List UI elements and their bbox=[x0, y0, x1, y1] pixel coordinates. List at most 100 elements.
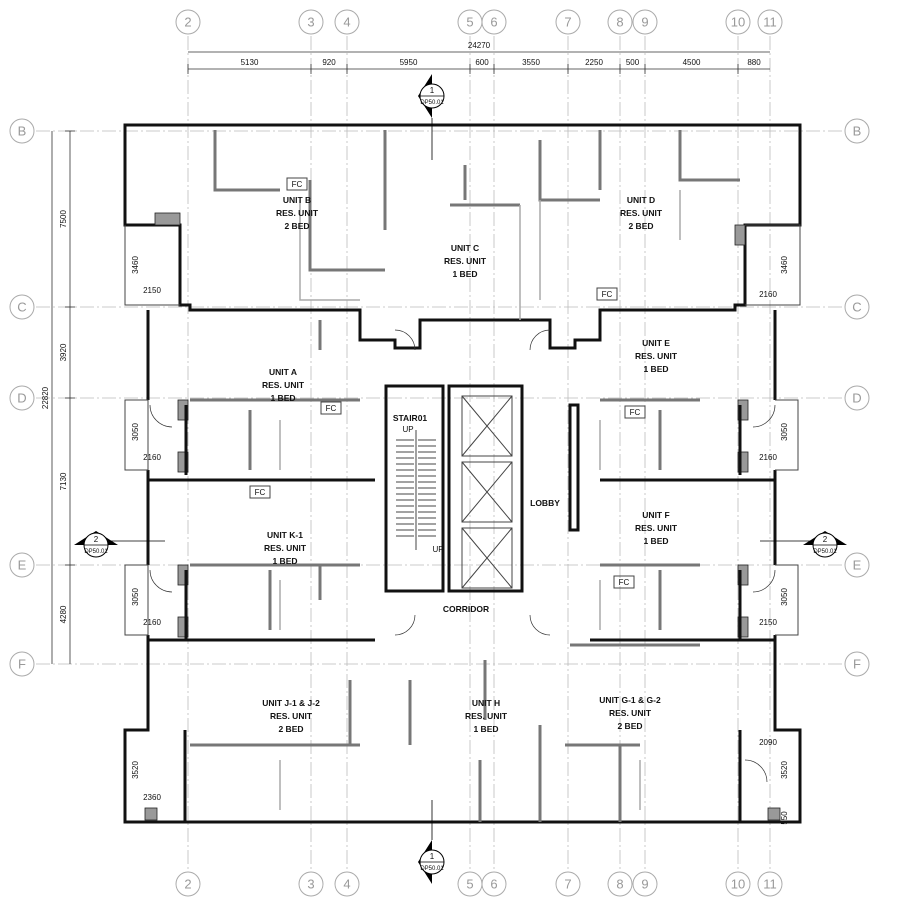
balcony-height: 3460 bbox=[131, 256, 140, 274]
segment-dimension: 7500 bbox=[59, 210, 68, 228]
fc-label: FC bbox=[630, 408, 641, 417]
stair-label: STAIR01 bbox=[393, 413, 428, 423]
grid-bubble-D bbox=[844, 385, 870, 411]
grid-label: E bbox=[18, 558, 27, 573]
balcony-width: 2150 bbox=[143, 286, 161, 295]
section-sheet: DP50.01 bbox=[84, 549, 108, 555]
grid-bubble-C bbox=[844, 294, 870, 320]
grid-label: 6 bbox=[490, 877, 497, 892]
segment-dimension: 2250 bbox=[585, 58, 603, 67]
grid-label: 9 bbox=[641, 15, 648, 30]
building-walls: FC FC FC FC FC FC bbox=[123, 123, 802, 824]
segment-dimension: 5130 bbox=[241, 58, 259, 67]
grid-bubble-8 bbox=[607, 9, 633, 35]
grid-label: 9 bbox=[641, 877, 648, 892]
balcony-width: 2160 bbox=[759, 290, 777, 299]
unit-name: UNIT H bbox=[472, 698, 500, 708]
grid-bubble-E bbox=[9, 552, 35, 578]
balcony-width: 2160 bbox=[143, 453, 161, 462]
unit-beds: 1 BED bbox=[643, 364, 668, 374]
grid-label: 4 bbox=[343, 15, 350, 30]
balcony-width: 2150 bbox=[759, 618, 777, 627]
unit-name: UNIT A bbox=[269, 367, 297, 377]
unit-name: UNIT K-1 bbox=[267, 530, 303, 540]
unit-beds: 1 BED bbox=[272, 556, 297, 566]
grid-label: 7 bbox=[564, 15, 571, 30]
segment-dimension: 3550 bbox=[522, 58, 540, 67]
grid-bubble-6 bbox=[481, 871, 507, 897]
fan-coil-units: FC FC FC FC FC FC bbox=[249, 177, 646, 589]
segment-dimension: 880 bbox=[747, 58, 761, 67]
section-sheet: DP50.01 bbox=[420, 100, 444, 106]
grid-bubble-2 bbox=[175, 871, 201, 897]
grid-label: 8 bbox=[616, 877, 623, 892]
grid-bubble-10 bbox=[725, 9, 751, 35]
unit-beds: 2 BED bbox=[278, 724, 303, 734]
grid-label: B bbox=[18, 124, 27, 139]
grid-bubble-9 bbox=[632, 871, 658, 897]
stair-up-label: UP bbox=[402, 425, 413, 434]
unit-type: RES. UNIT bbox=[620, 208, 663, 218]
grid-bubble-11 bbox=[757, 871, 783, 897]
unit-beds: 1 BED bbox=[270, 393, 295, 403]
balcony-height: 3050 bbox=[131, 423, 140, 441]
unit-beds: 1 BED bbox=[452, 269, 477, 279]
unit-name: UNIT C bbox=[451, 243, 479, 253]
grid-label: D bbox=[17, 391, 26, 406]
grid-bubble-D bbox=[9, 385, 35, 411]
balcony-width: 2360 bbox=[143, 793, 161, 802]
balcony-width: 2160 bbox=[759, 453, 777, 462]
unit-name: UNIT E bbox=[642, 338, 670, 348]
grid-label: 6 bbox=[490, 15, 497, 30]
grid-label: 2 bbox=[184, 15, 191, 30]
grid-label: 2 bbox=[184, 877, 191, 892]
unit-type: RES. UNIT bbox=[635, 351, 678, 361]
grid-label: 7 bbox=[564, 877, 571, 892]
grid-bubble-C bbox=[9, 294, 35, 320]
grid-bubble-B bbox=[844, 118, 870, 144]
total-dimension: 22820 bbox=[41, 386, 50, 409]
segment-dimension: 600 bbox=[475, 58, 489, 67]
unit-type: RES. UNIT bbox=[276, 208, 319, 218]
grid-label: C bbox=[17, 300, 26, 315]
grid-bubble-4 bbox=[334, 871, 360, 897]
grid-bubble-2 bbox=[175, 9, 201, 35]
grid-bubble-4 bbox=[334, 9, 360, 35]
segment-dimension: 7130 bbox=[59, 472, 68, 490]
grid-label: 11 bbox=[763, 877, 777, 892]
unit-beds: 1 BED bbox=[473, 724, 498, 734]
grid-label: 10 bbox=[731, 877, 745, 892]
balcony-height: 3050 bbox=[780, 423, 789, 441]
grid-bubble-7 bbox=[555, 871, 581, 897]
segment-dimension: 5950 bbox=[400, 58, 418, 67]
grid-bubble-E bbox=[844, 552, 870, 578]
grid-bubble-8 bbox=[607, 871, 633, 897]
balcony-height: 3050 bbox=[780, 588, 789, 606]
grid-label: 8 bbox=[616, 15, 623, 30]
balcony-width: 2090 bbox=[759, 738, 777, 747]
fc-label: FC bbox=[602, 290, 613, 299]
grid-bubble-3 bbox=[298, 871, 324, 897]
grid-bubble-11 bbox=[757, 9, 783, 35]
grid-label: 5 bbox=[466, 877, 473, 892]
fc-label: FC bbox=[255, 488, 266, 497]
grid-label: 3 bbox=[307, 877, 314, 892]
segment-dimension: 4500 bbox=[683, 58, 701, 67]
grid-bubble-F bbox=[844, 651, 870, 677]
unit-name: UNIT F bbox=[642, 510, 669, 520]
unit-type: RES. UNIT bbox=[270, 711, 313, 721]
unit-name: UNIT J-1 & J-2 bbox=[262, 698, 320, 708]
grid-label: D bbox=[852, 391, 861, 406]
segment-dimension: 500 bbox=[626, 58, 640, 67]
grid-bubble-6 bbox=[481, 9, 507, 35]
